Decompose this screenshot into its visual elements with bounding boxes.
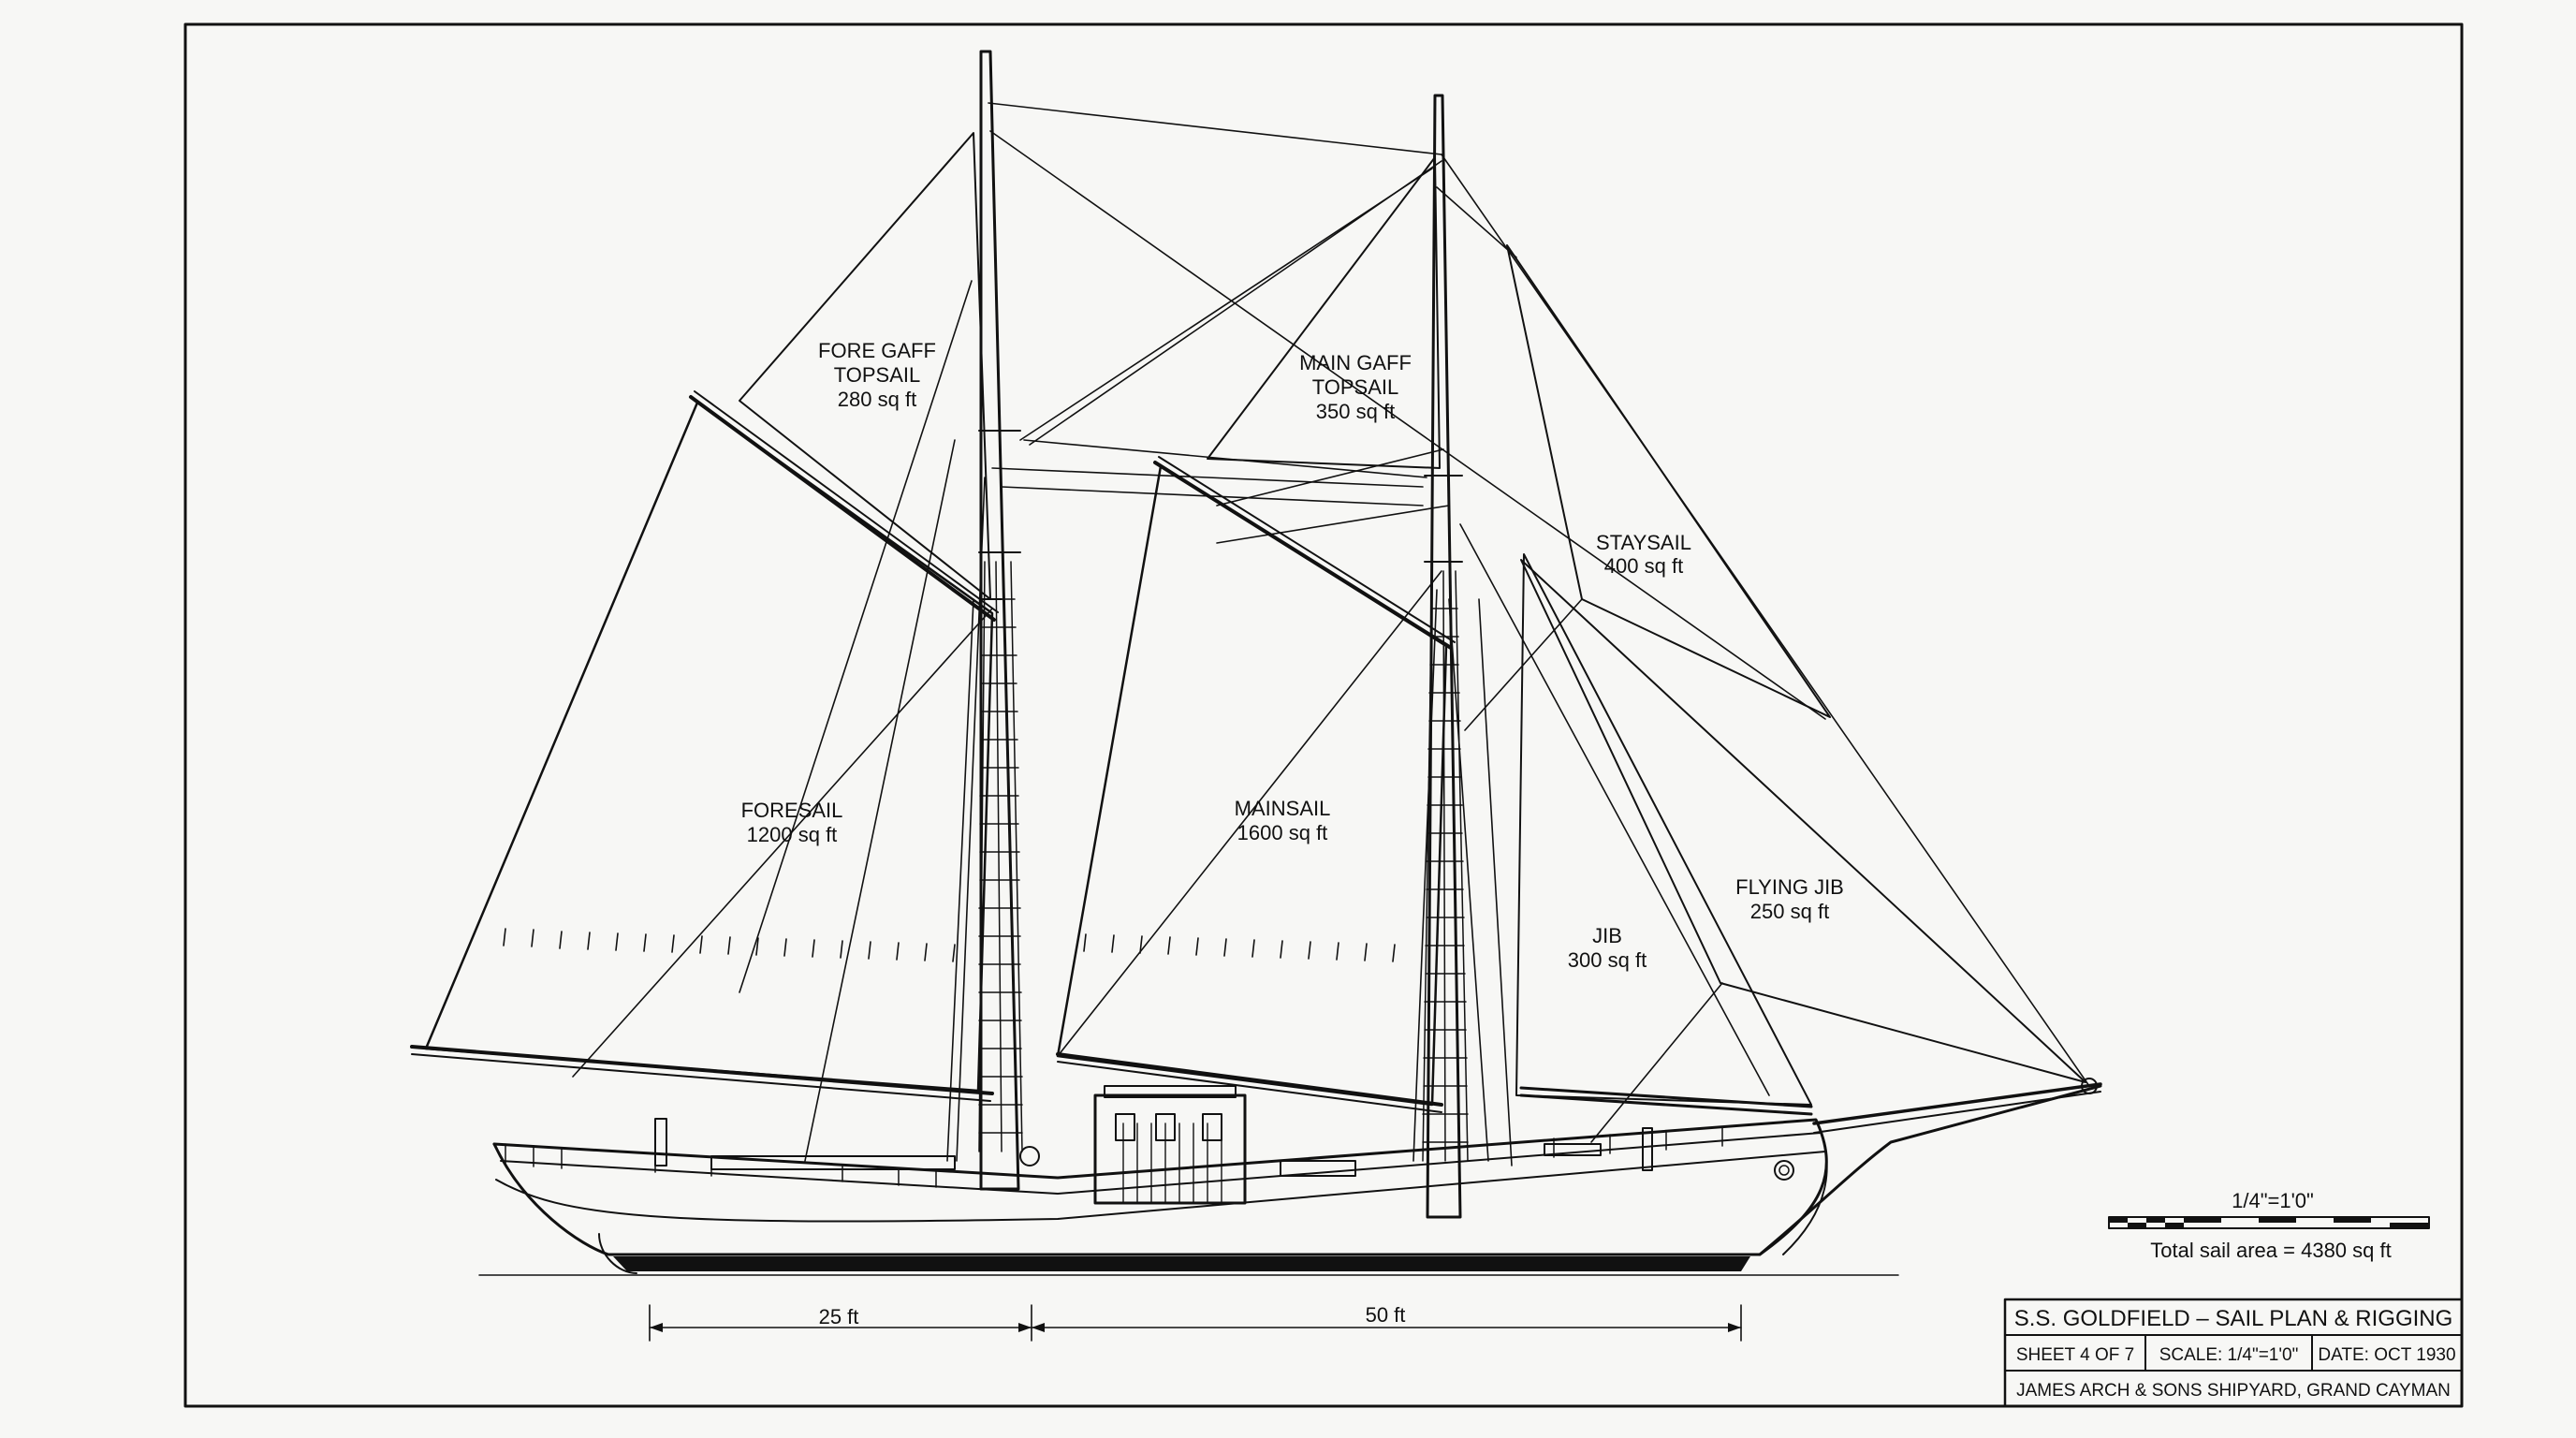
title-block-shipyard: JAMES ARCH & SONS SHIPYARD, GRAND CAYMAN [2016, 1381, 2451, 1401]
title-block: S.S. GOLDFIELD – SAIL PLAN & RIGGING SHE… [2003, 1298, 2464, 1408]
label-mainsail: MAINSAIL [1235, 797, 1331, 820]
jib-shape [1515, 553, 1812, 1106]
fore-gaff [689, 395, 996, 622]
dimension-50ft: 50 ft [1366, 1303, 1406, 1327]
bowsprit [1812, 1082, 2102, 1125]
deckhouse [1093, 1085, 1247, 1205]
label-staysail: STAYSAIL [1596, 531, 1691, 554]
foremast [979, 50, 1020, 1191]
drawing-border [183, 22, 2464, 1408]
foresail-shape [424, 401, 994, 1093]
ratlines [978, 561, 1469, 1162]
label-flying-jib-area: 250 sq ft [1750, 900, 1829, 923]
main-gaff-topsail-shape [1207, 156, 1441, 469]
flying-jib-shape [1520, 559, 2086, 1083]
title-block-sheet: SHEET 4 OF 7 [2016, 1345, 2134, 1365]
title-block-scale: SCALE: 1/4"=1'0" [2159, 1345, 2299, 1365]
label-fore-gaff-topsail-2: TOPSAIL [834, 363, 921, 387]
label-jib-area: 300 sq ft [1568, 948, 1647, 972]
keel [613, 1256, 1750, 1271]
scale-bar-label: 1/4"=1'0" [2232, 1189, 2314, 1212]
label-foresail: FORESAIL [741, 799, 843, 822]
label-fore-gaff-topsail: FORE GAFF [818, 339, 936, 362]
label-main-gaff-topsail-area: 350 sq ft [1316, 400, 1395, 423]
main-gaff [1153, 461, 1453, 650]
title-block-title: S.S. GOLDFIELD – SAIL PLAN & RIGGING [2014, 1306, 2453, 1331]
dimension-lines: 25 ft 50 ft [649, 1303, 1742, 1342]
spars [410, 50, 2102, 1219]
label-jib: JIB [1592, 924, 1622, 947]
label-staysail-area: 400 sq ft [1604, 554, 1683, 578]
sail-labels: FORE GAFF TOPSAIL 280 sq ft MAIN GAFF TO… [741, 339, 1844, 972]
rigging [572, 102, 2090, 1167]
hull [478, 1084, 2102, 1276]
label-main-gaff-topsail: MAIN GAFF [1299, 351, 1412, 374]
main-boom [1056, 1052, 1443, 1107]
label-foresail-area: 1200 sq ft [747, 823, 838, 846]
title-block-date: DATE: OCT 1930 [2318, 1345, 2455, 1365]
fore-boom [410, 1045, 994, 1095]
label-main-gaff-topsail-2: TOPSAIL [1312, 375, 1399, 399]
dimension-25ft: 25 ft [819, 1305, 859, 1328]
reef-points [503, 928, 1396, 962]
scale-bar: 1/4"=1'0" Total sail area = 4380 sq ft [2108, 1189, 2430, 1262]
total-sail-area: Total sail area = 4380 sq ft [2150, 1239, 2391, 1262]
mainmast [1426, 94, 1462, 1219]
label-mainsail-area: 1600 sq ft [1237, 821, 1328, 844]
label-flying-jib: FLYING JIB [1735, 875, 1844, 899]
label-fore-gaff-topsail-area: 280 sq ft [838, 388, 916, 411]
mainsail-shape [1056, 464, 1448, 1107]
sails [424, 132, 2086, 1107]
